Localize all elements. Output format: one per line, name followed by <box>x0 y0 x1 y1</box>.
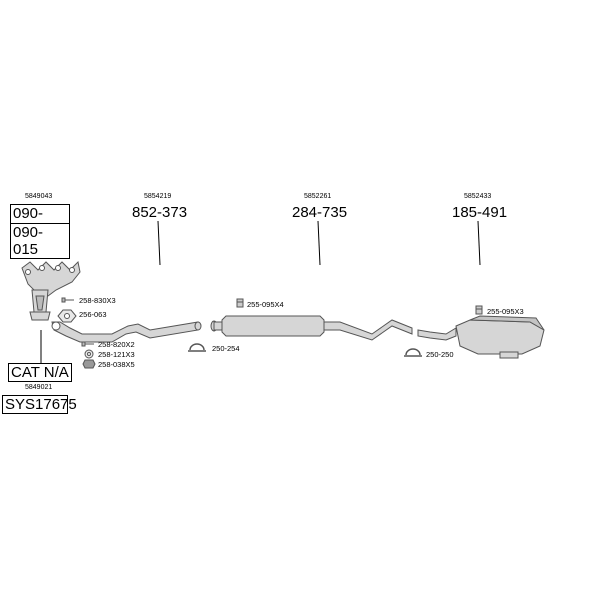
bolt-icon <box>81 341 94 347</box>
fitting-clamp-rear[interactable]: 250-250 <box>426 350 454 359</box>
rear-silencer-part <box>417 315 545 359</box>
manifold-code-secondary[interactable]: 090-015 <box>10 223 70 259</box>
front-pipe-code[interactable]: 852-373 <box>132 204 188 221</box>
clamp-icon <box>188 343 206 352</box>
fitting-bolt-front-top[interactable]: 258-830X3 <box>79 296 116 305</box>
fitting-mount-rear[interactable]: 255-095X3 <box>487 307 524 316</box>
fitting-washer-front[interactable]: 258-038X5 <box>98 360 135 369</box>
manifold-oe-number: 5849043 <box>25 193 53 200</box>
mount-icon <box>236 298 244 308</box>
clamp-icon <box>404 348 422 357</box>
washer-icon <box>82 359 96 369</box>
rear-silencer-oe-number: 5852433 <box>464 193 492 200</box>
system-code[interactable]: SYS17675 <box>2 395 77 414</box>
leader-line-middle-silencer <box>317 220 321 266</box>
fitting-mount-middle[interactable]: 255-095X4 <box>247 300 284 309</box>
cat-label[interactable]: CAT N/A <box>8 363 72 382</box>
front-pipe-part <box>51 321 202 343</box>
middle-silencer-oe-number: 5852261 <box>304 193 332 200</box>
fitting-gasket-front[interactable]: 256-063 <box>79 310 107 319</box>
middle-silencer-part <box>210 315 413 341</box>
exhaust-manifold-part <box>21 260 81 321</box>
bolt-icon <box>61 297 74 303</box>
leader-line-front-pipe <box>157 220 161 266</box>
leader-line-rear-silencer <box>477 220 481 266</box>
fitting-clamp-middle[interactable]: 250-254 <box>212 344 240 353</box>
middle-silencer-code[interactable]: 284-735 <box>292 204 348 221</box>
nut-icon <box>84 349 94 359</box>
gasket-icon <box>57 309 77 323</box>
mount-icon <box>475 305 483 315</box>
fitting-nut-front[interactable]: 258-121X3 <box>98 350 135 359</box>
fitting-bolt-front-mid[interactable]: 258-820X2 <box>98 340 135 349</box>
cat-oe-number: 5849021 <box>25 384 53 391</box>
front-pipe-oe-number: 5854219 <box>144 193 172 200</box>
rear-silencer-code[interactable]: 185-491 <box>452 204 508 221</box>
